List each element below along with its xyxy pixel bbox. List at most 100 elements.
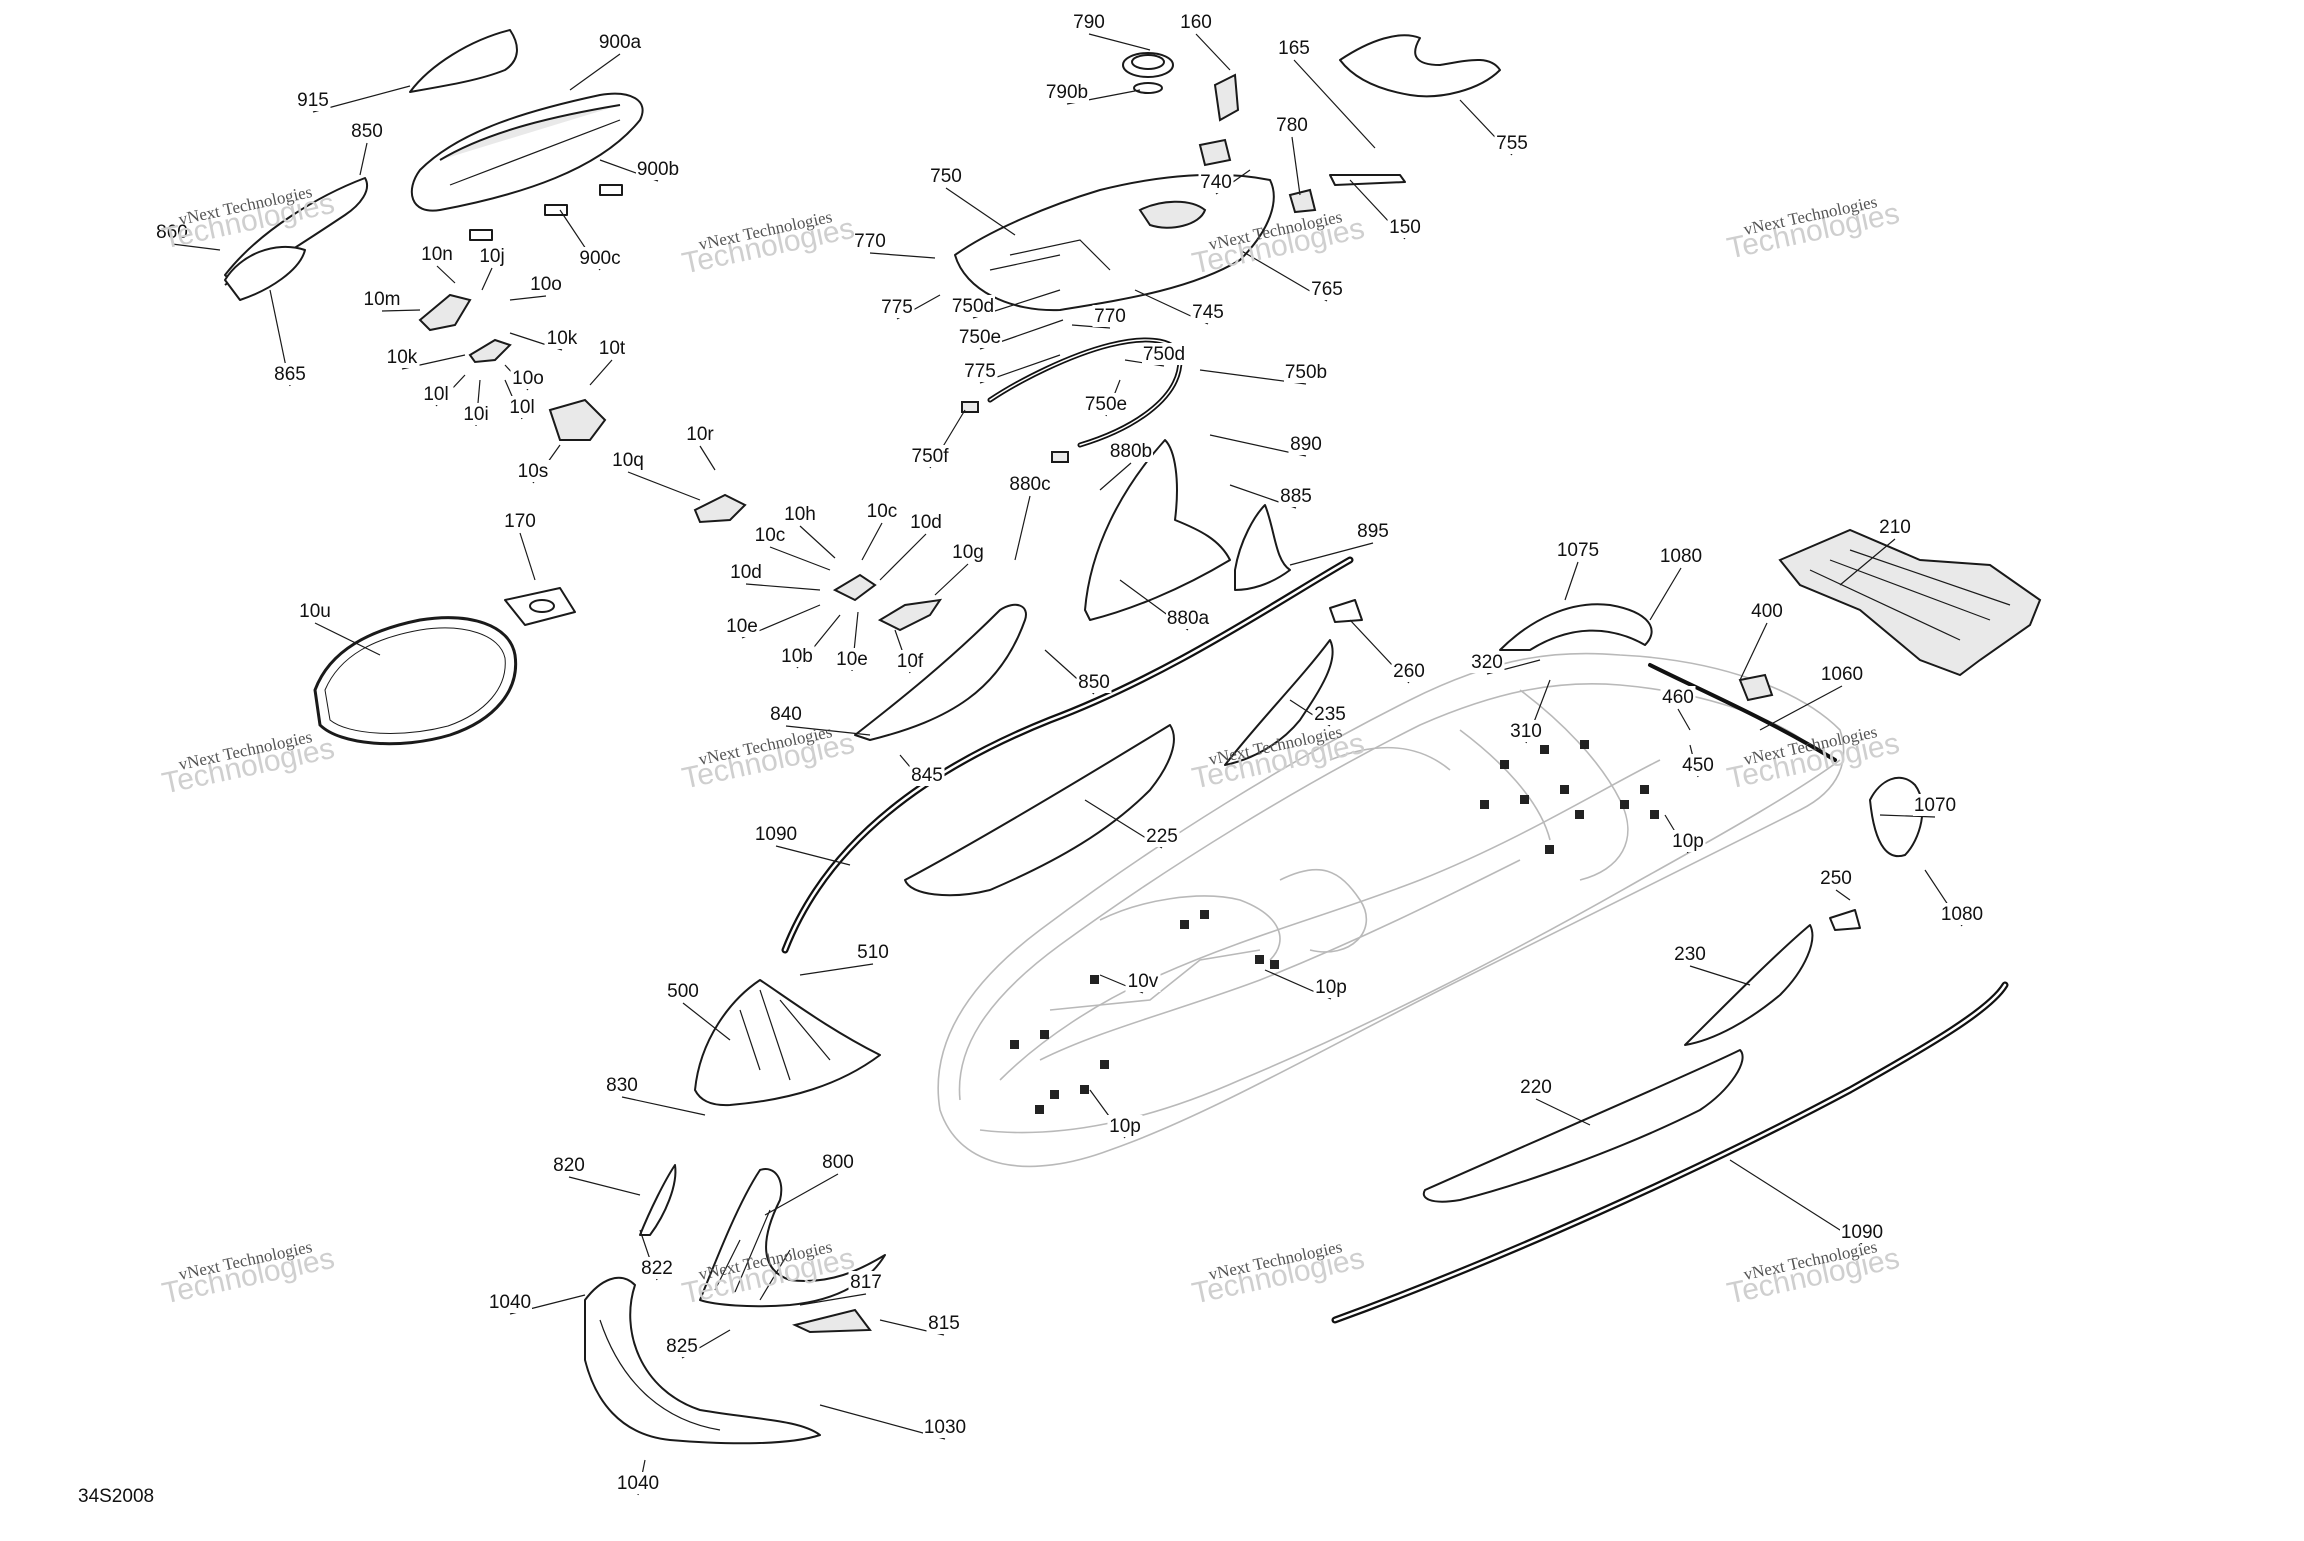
callout-160: 160 <box>1178 11 1231 71</box>
callout-label: 510 <box>857 942 889 963</box>
callout-label: 745 <box>1192 302 1224 323</box>
callout-10c: 10c <box>861 500 900 561</box>
callout-label-bg <box>418 383 454 405</box>
callout-845: 845 <box>899 754 945 788</box>
callout-leader-line <box>1289 542 1374 566</box>
callout-label: 10l <box>509 397 534 418</box>
callout-label: 10d <box>910 512 942 533</box>
callout-10o: 10o <box>509 273 564 301</box>
callout-label: 10p <box>1672 831 1704 852</box>
callout-790: 790 <box>1071 11 1151 51</box>
callout-label-bg <box>1313 976 1349 998</box>
callout-label: 10p <box>1109 1116 1141 1137</box>
part-10q-handle <box>693 493 747 524</box>
callout-leader-line <box>1099 462 1132 491</box>
callout-label-bg <box>908 445 952 467</box>
callout-label: 10r <box>686 424 714 445</box>
part-400-tow-eye <box>1738 673 1774 702</box>
callout-235: 235 <box>1289 699 1348 727</box>
callout-label: 865 <box>274 364 306 385</box>
callout-label: 790 <box>1073 12 1105 33</box>
callout-10i: 10i <box>458 379 494 427</box>
callout-10l: 10l <box>504 379 540 420</box>
callout-label: 450 <box>1682 755 1714 776</box>
callout-label: 10e <box>836 649 868 670</box>
callout-label-bg <box>1312 703 1348 725</box>
callout-label-bg <box>909 764 945 786</box>
callout-225: 225 <box>1084 799 1180 849</box>
callout-label: 885 <box>1280 486 1312 507</box>
callout-label-bg <box>1092 305 1128 327</box>
part-1090-rub-rail-left <box>781 556 1354 954</box>
callout-label: 310 <box>1510 721 1542 742</box>
callout-880c: 880c <box>1008 473 1052 561</box>
callout-label: 830 <box>606 1075 638 1096</box>
callout-label-bg <box>664 1335 700 1357</box>
callout-860: 860 <box>154 221 221 251</box>
callout-10v: 10v <box>1099 970 1161 994</box>
callout-label: 900a <box>599 32 642 53</box>
part-260-cap <box>1329 599 1363 623</box>
part-10s-footrest <box>548 398 607 441</box>
callout-10e: 10e <box>724 604 821 639</box>
callout-label: 235 <box>1314 704 1346 725</box>
callout-leader-line <box>1689 965 1751 986</box>
callout-leader-line <box>314 622 381 656</box>
callout-label: 500 <box>667 981 699 1002</box>
callout-900a: 900a <box>569 31 642 91</box>
callout-label: 880b <box>1110 441 1152 462</box>
callout-leader-line <box>682 1002 731 1041</box>
callout-label-bg <box>1309 278 1345 300</box>
callout-10t: 10t <box>589 337 630 386</box>
callout-750e: 750e <box>1084 379 1128 417</box>
callout-label: 10f <box>897 651 924 672</box>
callout-label: 770 <box>1094 306 1126 327</box>
callout-label-bg <box>474 245 510 267</box>
callout-leader-line <box>799 525 836 559</box>
callout-1090: 1090 <box>754 823 851 866</box>
callout-label-bg <box>528 273 564 295</box>
callout-label: 750d <box>952 296 994 317</box>
callout-leader-line <box>1649 567 1682 621</box>
callout-leader-line <box>1835 889 1851 901</box>
callout-780: 780 <box>1274 114 1310 196</box>
callout-10u: 10u <box>297 600 381 656</box>
callout-label-bg <box>1125 970 1161 992</box>
drawing-code: 34S2008 <box>78 1486 155 1507</box>
part-800-front-panel <box>699 1168 886 1308</box>
part-815-cover <box>792 1308 872 1334</box>
part-150-strap <box>1329 174 1406 186</box>
callout-leader-line <box>1071 324 1111 329</box>
callout-150: 150 <box>1349 179 1423 240</box>
callout-label-bg <box>682 423 718 445</box>
callout-leader-line <box>745 583 821 591</box>
callout-label: 10c <box>867 501 898 522</box>
callout-865: 865 <box>269 289 308 387</box>
callout-label-bg <box>578 247 622 269</box>
callout-label: 770 <box>854 231 886 252</box>
callout-label-bg <box>610 449 646 471</box>
callout-10f: 10f <box>892 629 928 674</box>
callout-label: 740 <box>1200 172 1232 193</box>
callout-label: 1040 <box>489 1292 531 1313</box>
callout-label: 10g <box>952 542 984 563</box>
callout-750f: 750f <box>908 409 966 469</box>
part-880a-side-console <box>1084 439 1231 621</box>
callout-label: 1080 <box>1660 546 1702 567</box>
callout-label: 1075 <box>1557 540 1599 561</box>
part-1090-rub-rail-right <box>1331 981 2009 1324</box>
callout-1040: 1040 <box>616 1459 660 1496</box>
callout-label: 10e <box>726 616 758 637</box>
callout-1075: 1075 <box>1556 539 1600 601</box>
callout-label-bg <box>879 296 915 318</box>
callout-leader-line <box>627 471 701 501</box>
callout-label: 10q <box>612 450 644 471</box>
callout-10m: 10m <box>364 288 421 312</box>
callout-895: 895 <box>1289 520 1391 566</box>
callout-840: 840 <box>768 703 871 736</box>
callout-label-bg <box>349 120 385 142</box>
callout-label-bg <box>272 363 308 385</box>
callout-label-bg <box>852 230 888 252</box>
callout-label: 10k <box>387 347 418 368</box>
